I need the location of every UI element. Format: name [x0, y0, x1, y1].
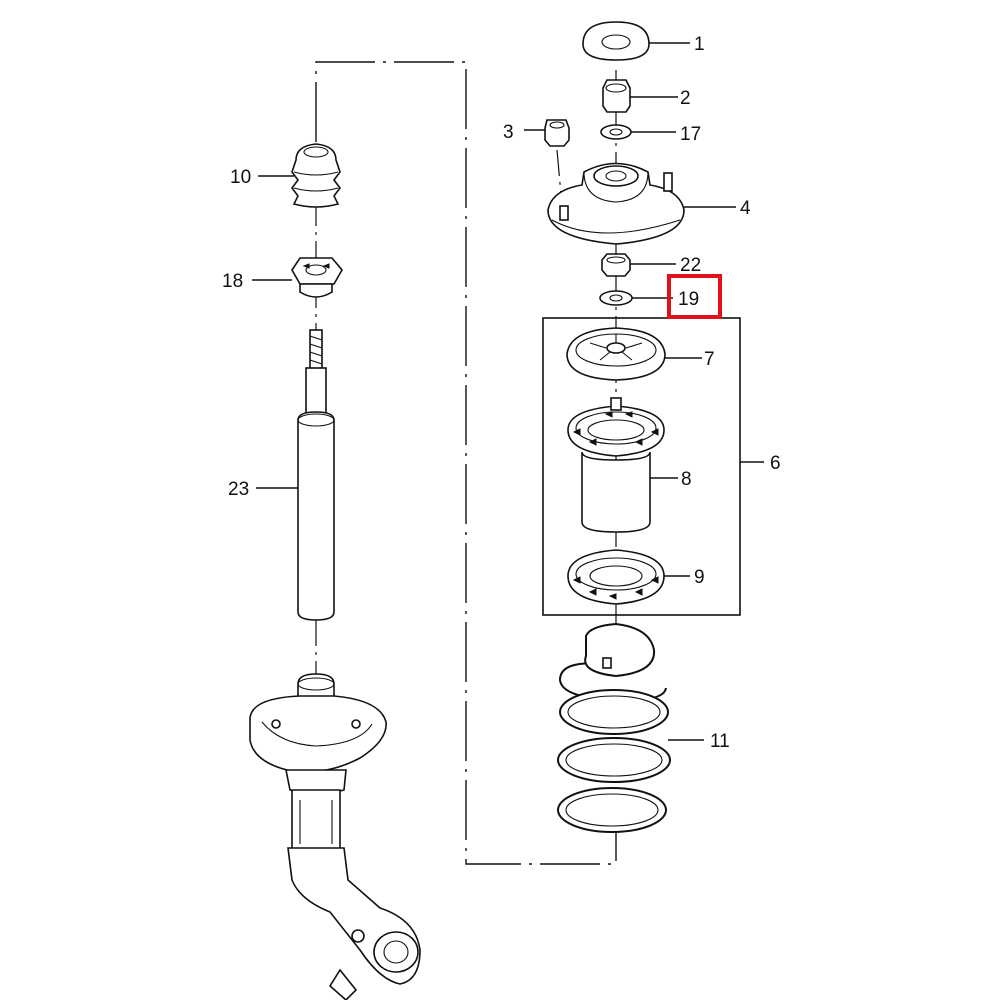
- label-18: 18: [222, 271, 243, 292]
- part-17-washer: [600, 124, 676, 140]
- label-23: 23: [228, 479, 249, 500]
- label-10: 10: [230, 167, 251, 188]
- label-3: 3: [503, 122, 514, 143]
- label-6: 6: [770, 453, 781, 474]
- part-23-strut-damper: [256, 329, 335, 621]
- part-2-nut: [602, 79, 678, 113]
- part-4-strut-mount: [547, 162, 736, 245]
- label-8: 8: [681, 469, 692, 490]
- label-7: 7: [704, 349, 715, 370]
- part-11-coil-spring: [557, 622, 704, 833]
- label-22: 22: [680, 255, 701, 276]
- label-1: 1: [694, 34, 705, 55]
- highlight-box-19: [667, 274, 722, 319]
- part-22-nut: [601, 253, 676, 277]
- part-8-dust-boot: [567, 397, 678, 533]
- label-19: 19: [678, 289, 699, 310]
- label-17: 17: [680, 124, 701, 145]
- label-2: 2: [680, 88, 691, 109]
- part-7-upper-seat: [566, 327, 702, 381]
- label-9: 9: [694, 567, 705, 588]
- part-9-lower-spring-seat: [567, 549, 690, 605]
- part-1-cap: [582, 21, 690, 61]
- part-10-bump-stop: [258, 143, 341, 208]
- label-4: 4: [740, 198, 751, 219]
- part-18-bearing-plate: [252, 257, 343, 298]
- part-19-washer: [599, 290, 673, 306]
- part-6-group-frame: [542, 317, 741, 616]
- label-11: 11: [710, 731, 730, 752]
- lower-strut-knuckle: [249, 673, 421, 1000]
- assembly-connector-line: [315, 61, 617, 865]
